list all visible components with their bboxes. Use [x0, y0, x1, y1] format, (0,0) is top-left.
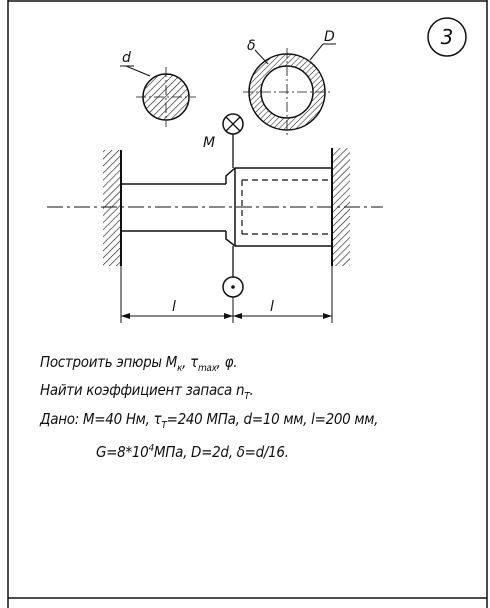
length-dimensions: [120, 266, 333, 323]
label-d: d: [122, 50, 131, 66]
task-line-4: G=8*104МПа, D=2d, δ=d/16.: [96, 443, 289, 461]
sheet-number: 3: [441, 25, 454, 49]
torque-symbol: M: [203, 113, 244, 168]
label-D: D: [324, 29, 335, 45]
task-line-3: Дано: M=40 Нм, τT=240 МПа, d=10 мм, l=20…: [40, 410, 379, 431]
hollow-section: δ D: [243, 29, 336, 136]
label-length-right: l: [270, 299, 274, 315]
sheet-number-badge: 3: [427, 17, 467, 57]
task-line-1: Построить эпюры Mк, τmax, φ.: [40, 353, 238, 374]
task-line-2: Найти коэффициент запаса nT.: [40, 381, 254, 402]
shaft: [121, 167, 332, 247]
label-M: M: [203, 135, 215, 151]
sheet-frame: [7, 0, 488, 608]
label-length-left: l: [172, 299, 176, 315]
left-wall: [103, 150, 122, 266]
torque-symbol-dot: [222, 246, 244, 323]
label-delta: δ: [247, 38, 256, 54]
solid-section: d: [120, 50, 196, 127]
